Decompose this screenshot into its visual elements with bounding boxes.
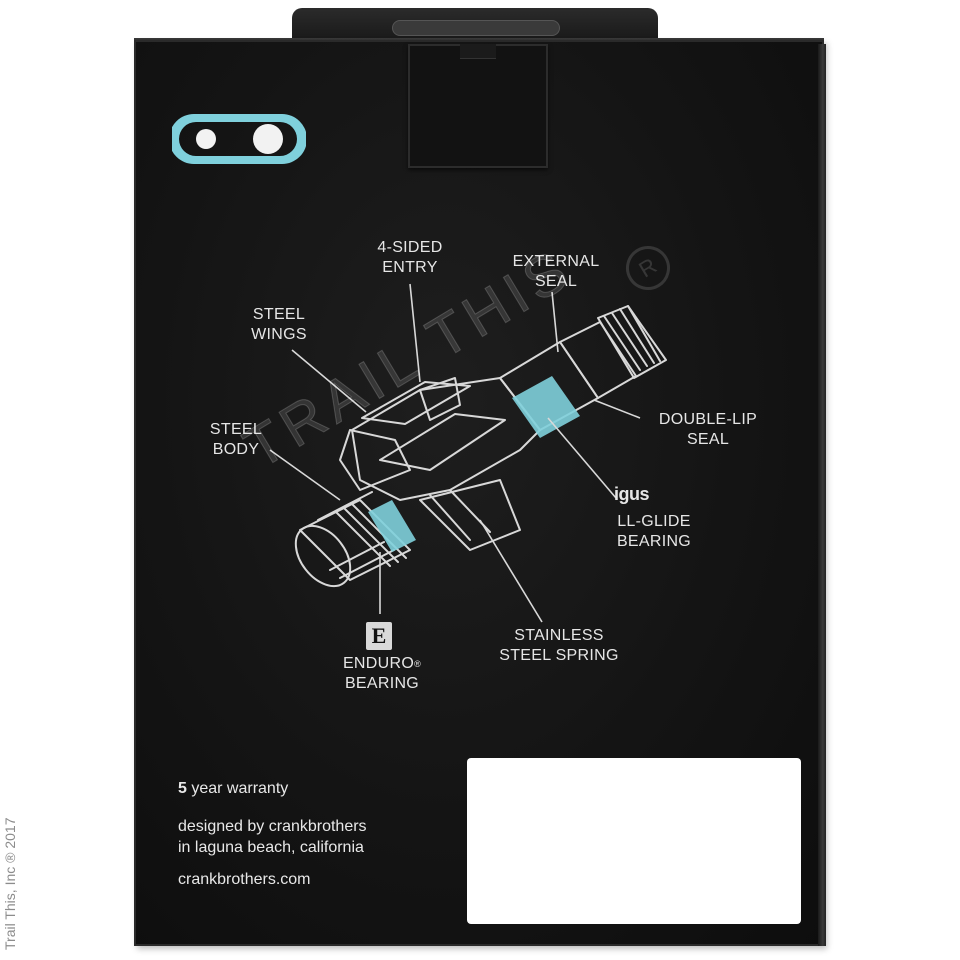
- igus-brand-mark: igus: [614, 484, 650, 504]
- label-enduro-bearing: ENDURO® BEARING: [342, 655, 422, 692]
- box-flap: [408, 44, 548, 168]
- warranty-text: 5 year warranty: [178, 780, 289, 797]
- label-steel-wings: STEEL WINGS: [251, 306, 307, 343]
- label-double-lip-seal: DOUBLE-LIP SEAL: [658, 411, 758, 448]
- crankbrothers-logo-icon: [172, 114, 306, 164]
- enduro-logo-icon: E: [366, 622, 392, 650]
- label-4-sided-entry: 4-SIDED ENTRY: [377, 239, 443, 276]
- label-steel-body: STEEL BODY: [209, 421, 263, 458]
- box-side-edge: [818, 44, 826, 946]
- label-stainless-steel-spring: STAINLESS STEEL SPRING: [499, 627, 619, 664]
- label-ll-glide-bearing: LL-GLIDE BEARING: [616, 513, 692, 550]
- flap-notch: [460, 44, 496, 59]
- website-text: crankbrothers.com: [178, 871, 311, 888]
- blank-white-label: [467, 758, 801, 924]
- label-external-seal: EXTERNAL SEAL: [512, 253, 600, 290]
- hang-slot: [392, 20, 560, 36]
- side-credit-text: Trail This, Inc ® 2017: [2, 817, 18, 950]
- designed-by-text: designed by crankbrothers in laguna beac…: [178, 818, 367, 856]
